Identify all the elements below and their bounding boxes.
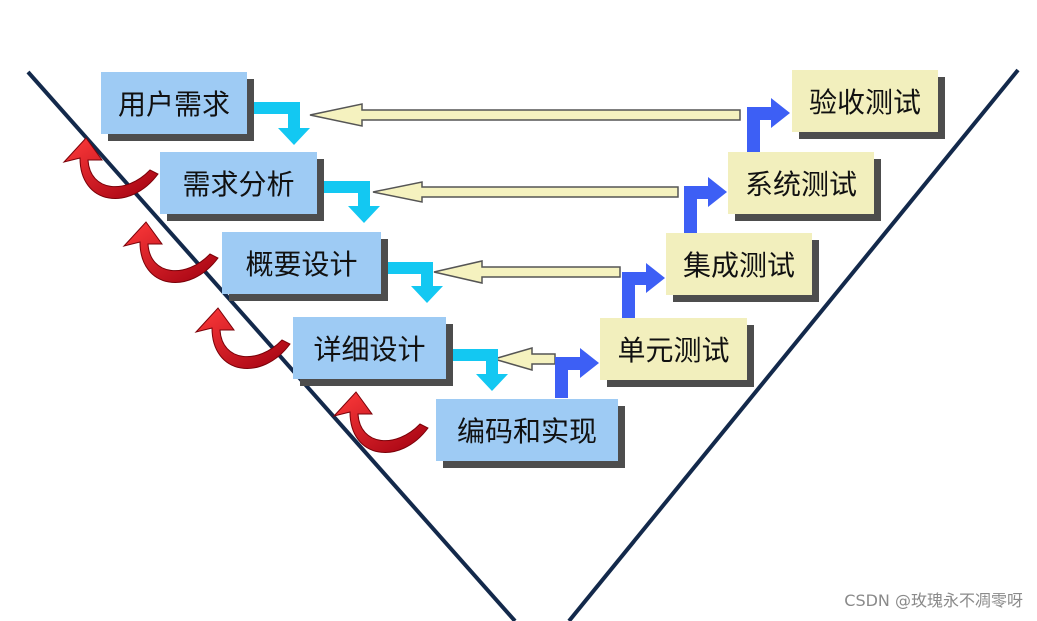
box-acceptance-testing: 验收测试 [792,70,938,132]
yellow-arrow-acceptance [309,103,741,127]
box-system-testing: 系统测试 [728,152,874,214]
red-arrow-4 [332,391,429,453]
blue-arrow-2 [622,263,665,318]
yellow-arrow-system [372,181,679,203]
cyan-arrow-3 [381,262,443,303]
box-unit-testing: 单元测试 [600,318,747,380]
cyan-arrow-4 [446,349,508,391]
box-coding-implementation: 编码和实现 [436,399,618,461]
watermark-text: CSDN @玫瑰永不凋零呀 [844,591,1023,610]
blue-arrow-4 [747,98,790,152]
yellow-arrows [309,103,741,371]
red-arrow-3 [194,307,291,369]
blue-arrow-1 [555,348,599,398]
yellow-arrow-integration [433,260,621,284]
v-right-line [567,68,1020,621]
red-curved-arrows [62,137,429,453]
red-arrow-2 [122,221,219,283]
yellow-arrow-unit [491,347,556,371]
v-left-line [26,70,517,621]
cyan-arrows [247,102,508,391]
box-user-requirements: 用户需求 [101,72,247,134]
cyan-arrow-2 [317,181,380,223]
box-detailed-design: 详细设计 [293,317,446,379]
blue-arrow-3 [684,177,727,233]
cyan-arrow-1 [247,102,310,145]
box-integration-testing: 集成测试 [666,233,812,295]
box-high-level-design: 概要设计 [222,232,381,294]
blue-arrows [555,98,790,398]
red-arrow-1 [62,137,159,199]
box-requirements-analysis: 需求分析 [160,152,317,214]
